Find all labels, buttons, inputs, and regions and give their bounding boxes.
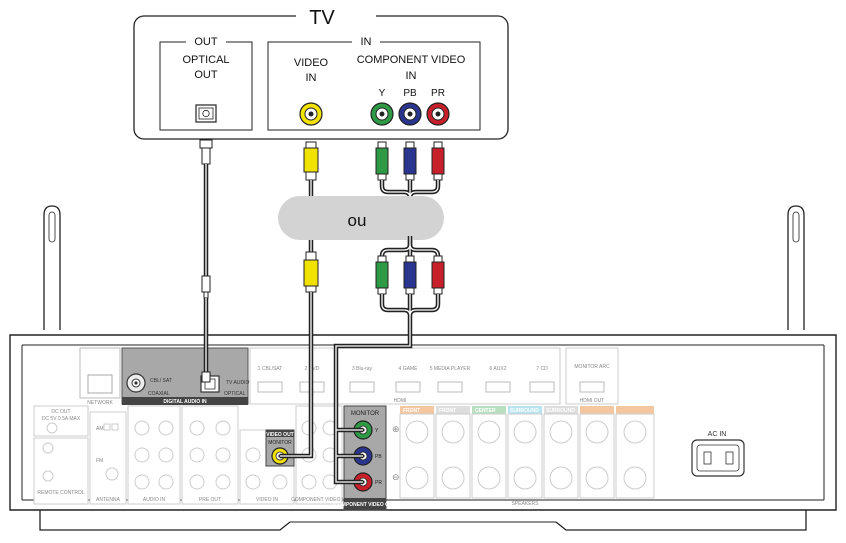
ac-in-label: AC IN	[708, 431, 727, 438]
tv-video-in-label: IN	[306, 72, 317, 84]
speaker-group: CENTER	[471, 406, 507, 499]
speaker-group-label: FRONT	[439, 408, 456, 414]
remote-control-label: REMOTE CONTROL	[37, 490, 84, 496]
cbl-sat-label: CBL/ SAT	[150, 378, 172, 384]
digital-audio-in-label: DIGITAL AUDIO IN	[163, 399, 207, 405]
network-port[interactable]: NETWORK	[79, 347, 121, 406]
hdmi-input-label: 3 Blu-ray	[352, 366, 373, 372]
coaxial-label: COAXIAL	[148, 391, 170, 397]
component-out-pr-label: PR	[375, 480, 382, 486]
hdmi-port-5[interactable]: 5 MEDIA PLAYER	[430, 366, 471, 393]
speaker-group: FRONT	[399, 406, 435, 499]
video-out-label: VIDEO OUT	[266, 432, 294, 438]
tv-title: TV	[309, 7, 335, 29]
or-label: ou	[348, 211, 367, 230]
hdmi-input-label: 5 MEDIA PLAYER	[430, 366, 471, 372]
hdmi-input-label: 6 AUX2	[490, 366, 507, 372]
network-label: NETWORK	[87, 400, 113, 406]
component-out-pb-label: PB	[375, 454, 382, 460]
fm-label: FM	[96, 458, 103, 464]
tv-in-group-label: IN	[361, 36, 372, 48]
optical-label: OPTICAL	[224, 391, 246, 397]
tv-component-label: COMPONENT VIDEO	[357, 54, 466, 66]
tv-pr-label: PR	[431, 88, 445, 99]
hdmi-port-3[interactable]: 3 Blu-ray	[349, 366, 375, 393]
video-in-label: VIDEO IN	[256, 497, 278, 503]
speaker-terminals: ⊕ ⊖ FRONT FRONT CENTER SURROUND	[392, 406, 655, 507]
cables: ou	[199, 139, 445, 485]
hdmi-input-row: 1 CBL/SAT 2 DVD 3 Blu-ray 4 GAME 5 MEDIA…	[249, 347, 561, 405]
ac-in-socket[interactable]: AC IN	[691, 431, 745, 477]
speaker-group: FRONT	[435, 406, 471, 499]
hdmi-out-label: HDMI OUT	[580, 398, 605, 404]
hdmi-input-label: 1 CBL/SAT	[258, 366, 283, 372]
hdmi-port-1[interactable]: 1 CBL/SAT	[257, 366, 283, 393]
speaker-group-label: SURROUND	[546, 408, 575, 414]
am-label: AM	[96, 426, 104, 432]
tv-out-group-label: OUT	[194, 36, 218, 48]
hdmi-label: HDMI	[394, 398, 407, 404]
tv-audio-label: TV AUDIO	[226, 380, 249, 386]
tv-component-in-label: IN	[406, 70, 417, 82]
dc-out-label: DC OUT	[51, 409, 70, 415]
component-video-in-label: COMPONENT VIDEO IN	[291, 497, 347, 503]
speaker-group-label: FRONT	[403, 408, 420, 414]
tv-video-label: VIDEO	[294, 57, 329, 69]
pre-out-label: PRE OUT	[199, 497, 221, 503]
component-out-y-label: Y	[375, 428, 379, 434]
monitor-arc-label: MONITOR ARC	[574, 364, 610, 370]
av-receiver: NETWORK DIGITAL AUDIO IN CBL/ SAT COAXIA…	[9, 205, 837, 531]
antenna-label: ANTENNA	[96, 497, 121, 503]
tv-optical-label: OPTICAL	[182, 54, 229, 66]
or-divider: ou	[278, 196, 444, 240]
video-out-panel: VIDEO OUT MONITOR	[265, 429, 295, 467]
tv-pb-label: PB	[403, 88, 417, 99]
optical-cable	[199, 139, 213, 383]
tv-video-in-jack[interactable]	[299, 102, 323, 126]
speakers-label: SPEAKERS	[512, 501, 540, 507]
component-cable-receiver-end	[333, 236, 445, 485]
tv-y-jack[interactable]	[370, 102, 394, 126]
tv-pb-jack[interactable]	[398, 102, 422, 126]
plus-sign: ⊕	[392, 424, 400, 434]
hdmi-input-label: 4 GAME	[399, 366, 419, 372]
hdmi-port-4[interactable]: 4 GAME	[395, 366, 421, 393]
speaker-group: SURROUND	[507, 406, 543, 499]
coaxial-jack[interactable]	[126, 373, 146, 393]
component-out-monitor-label: MONITOR	[351, 411, 380, 417]
hdmi-input-label: 7 CD	[536, 366, 548, 372]
tv-y-label: Y	[379, 88, 386, 99]
antenna-block: AM FM ANTENNA	[89, 411, 127, 505]
tv-optical-port[interactable]	[195, 104, 217, 123]
speaker-group	[615, 406, 655, 499]
dc-spec-label: DC 5V 0.5A MAX	[42, 416, 81, 422]
hdmi-out-port[interactable]: MONITOR ARC HDMI OUT	[565, 347, 619, 405]
digital-audio-in-panel: DIGITAL AUDIO IN CBL/ SAT COAXIAL TV AUD…	[121, 347, 249, 405]
video-out-monitor-label: MONITOR	[268, 440, 292, 446]
audio-in-block: AUDIO IN	[127, 405, 181, 505]
tv-unit: TV OUT OPTICAL OUT IN VIDEO IN COMPONENT…	[133, 6, 509, 140]
hdmi-port-7[interactable]: 7 CD	[529, 366, 555, 393]
minus-sign: ⊖	[392, 472, 400, 482]
component-video-out-label: COMPONENT VIDEO OUT	[334, 502, 395, 508]
speaker-group: SURROUND	[543, 406, 579, 499]
dc-out-block: DC OUT DC 5V 0.5A MAX	[33, 405, 89, 437]
hdmi-port-6[interactable]: 6 AUX2	[485, 366, 511, 393]
component-cable-tv-end	[375, 141, 445, 250]
pre-out-block: PRE OUT	[181, 405, 239, 505]
speaker-group-label: CENTER	[475, 408, 496, 414]
speaker-group	[579, 406, 615, 499]
tv-pr-jack[interactable]	[426, 102, 450, 126]
remote-control-block: REMOTE CONTROL	[33, 437, 89, 505]
speaker-group-label: SURROUND	[510, 408, 539, 414]
audio-in-label: AUDIO IN	[143, 497, 166, 503]
tv-optical-out-label: OUT	[194, 69, 218, 81]
